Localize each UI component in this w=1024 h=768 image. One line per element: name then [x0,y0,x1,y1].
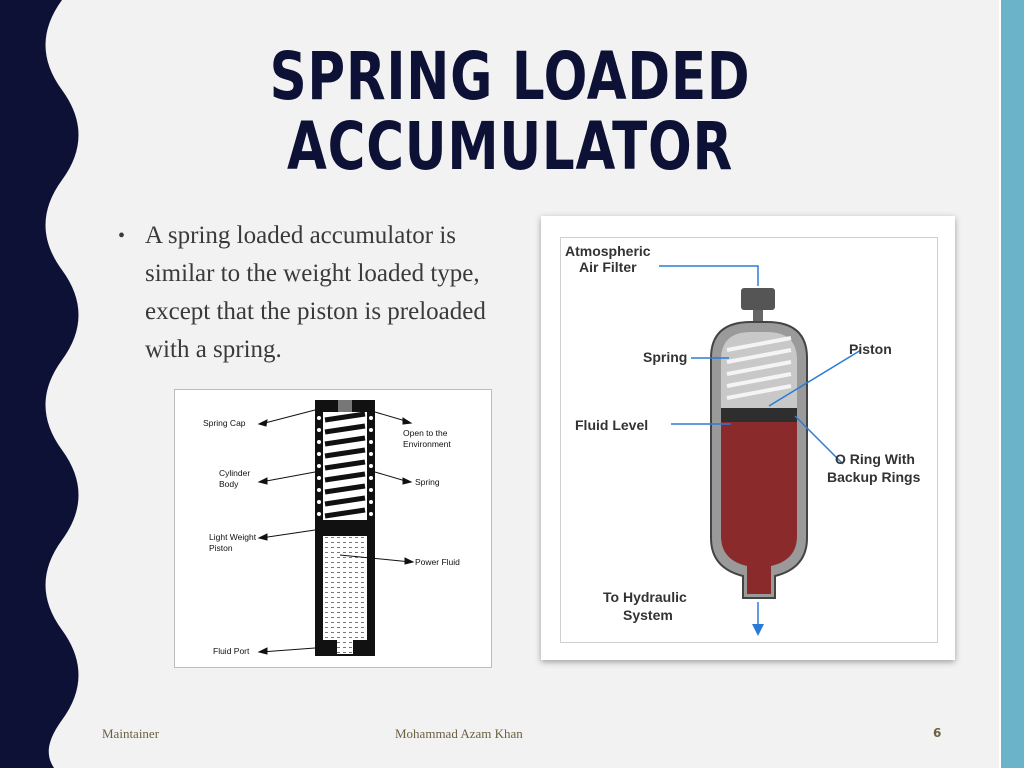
leader-air-filter [659,265,759,286]
spring-accumulator-cross-section: Spring Cap Cylinder Body Light Weight Pi… [174,389,492,668]
piston-shape-2 [721,408,797,422]
label-o-ring-1: O Ring With [835,451,915,467]
label-spring-2: Spring [643,349,687,365]
bullet-dot-icon: • [118,225,126,247]
label-to-hydraulic-1: To Hydraulic [603,589,687,605]
label-fluid-level: Fluid Level [575,417,648,433]
label-fluid-port: Fluid Port [213,646,250,656]
label-open-env-2: Environment [403,439,451,449]
page-title: SPRING LOADED ACCUMULATOR [268,42,752,182]
right-bar-edge [999,0,1001,768]
bullet-text: A spring loaded accumulator is similar t… [145,222,486,363]
label-light-piston-1: Light Weight [209,532,257,542]
flow-arrow-icon [752,624,764,636]
footer-left: Maintainer [102,726,160,741]
label-air-filter-2: Air Filter [579,259,637,275]
accumulator-drawing: Atmospheric Air Filter Spring Piston Flu… [565,243,921,636]
accumulator-illustration-frame: Atmospheric Air Filter Spring Piston Flu… [541,216,955,660]
spring-coils-2 [726,336,792,400]
label-cylinder-body-1: Cylinder [219,468,250,478]
footer-author: Mohammad Azam Khan [395,726,523,741]
piston-shape [323,520,367,536]
label-spring-cap: Spring Cap [203,418,246,428]
label-to-hydraulic-2: System [623,607,673,623]
filter-cap-shape [741,288,775,310]
label-light-piston-2: Piston [209,543,233,553]
label-cylinder-body-2: Body [219,479,239,489]
right-accent-bar [1001,0,1024,768]
fluid-shape [721,422,797,594]
accumulator-illustration: Atmospheric Air Filter Spring Piston Flu… [560,237,938,643]
label-air-filter-1: Atmospheric [565,243,651,259]
label-o-ring-2: Backup Rings [827,469,921,485]
title-line-1: SPRING LOADED [269,38,751,115]
power-fluid-shape [323,536,367,640]
label-power-fluid: Power Fluid [415,557,460,567]
left-wave-decoration [0,0,79,768]
coil-dots [317,416,373,516]
page-number: 6 [933,726,942,740]
label-open-env-1: Open to the [403,428,448,438]
label-piston: Piston [849,341,892,357]
title-line-2: ACCUMULATOR [287,108,733,185]
cross-section-drawing: Spring Cap Cylinder Body Light Weight Pi… [203,400,460,656]
label-spring: Spring [415,477,440,487]
spring-coils [324,411,366,519]
